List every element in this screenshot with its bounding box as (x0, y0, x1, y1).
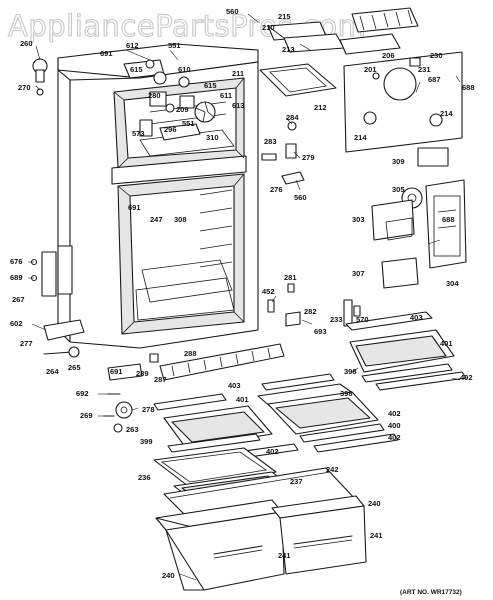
label-284: 284 (286, 113, 299, 122)
label-573: 573 (132, 129, 145, 138)
label-287: 287 (154, 375, 167, 384)
label-240b: 240 (162, 571, 175, 580)
label-615b: 615 (204, 81, 217, 90)
label-691: 691 (100, 49, 113, 58)
label-309: 309 (392, 157, 405, 166)
label-279: 279 (302, 153, 315, 162)
label-398: 398 (344, 367, 357, 376)
refrigerator-cabinet (41, 43, 259, 349)
label-241: 241 (370, 531, 383, 540)
label-296: 296 (164, 125, 177, 134)
label-399: 399 (140, 437, 153, 446)
label-269: 269 (80, 411, 93, 420)
label-570: 570 (356, 315, 369, 324)
label-280: 280 (148, 91, 161, 100)
label-308: 308 (174, 215, 187, 224)
label-402c: 402 (388, 433, 401, 442)
label-270: 270 (18, 83, 31, 92)
label-676: 676 (10, 257, 23, 266)
label-212: 212 (314, 103, 327, 112)
label-278: 278 (142, 405, 155, 414)
label-401b: 401 (236, 395, 249, 404)
label-288: 288 (184, 349, 197, 358)
label-602: 602 (10, 319, 23, 328)
label-277: 277 (20, 339, 33, 348)
shelves (153, 311, 467, 527)
label-310: 310 (206, 133, 219, 142)
label-551b: 551 (182, 119, 195, 128)
label-267: 267 (12, 295, 25, 304)
freezer-components (123, 59, 216, 141)
label-289: 289 (136, 369, 149, 378)
label-276: 276 (270, 185, 283, 194)
label-689: 689 (10, 273, 23, 282)
label-610: 610 (178, 65, 191, 74)
label-210: 210 (262, 23, 275, 32)
label-613: 613 (232, 101, 245, 110)
label-307: 307 (352, 269, 365, 278)
label-403: 403 (410, 313, 423, 322)
label-260: 260 (20, 39, 33, 48)
label-400: 400 (388, 421, 401, 430)
label-282: 282 (304, 307, 317, 316)
label-612: 612 (126, 41, 139, 50)
label-263: 263 (126, 425, 139, 434)
label-231: 231 (418, 65, 431, 74)
label-687: 687 (428, 75, 441, 84)
label-691c: 691 (110, 367, 123, 376)
label-236: 236 (138, 473, 151, 482)
label-688b: 688 (442, 215, 455, 224)
label-398b: 398 (340, 389, 353, 398)
label-692: 692 (76, 389, 89, 398)
art-number: (ART NO. WR17732) (400, 589, 462, 596)
label-560: 560 (226, 7, 239, 16)
label-304: 304 (446, 279, 459, 288)
label-215: 215 (278, 12, 291, 21)
label-206: 206 (382, 51, 395, 60)
label-247: 247 (150, 215, 163, 224)
label-688: 688 (462, 83, 475, 92)
label-230: 230 (430, 51, 443, 60)
label-691b: 691 (128, 203, 141, 212)
label-303: 303 (352, 215, 365, 224)
label-305: 305 (392, 185, 405, 194)
leader-lines (28, 13, 461, 581)
label-213: 213 (282, 45, 295, 54)
label-615: 615 (130, 65, 143, 74)
label-201: 201 (364, 65, 377, 74)
label-452: 452 (262, 287, 275, 296)
label-560b: 560 (294, 193, 307, 202)
label-211: 211 (232, 69, 244, 78)
label-241b: 241 (278, 551, 291, 560)
part-labels: 560 215 210 260 612 551 213 206 230 691 … (10, 7, 475, 580)
left-side-parts (30, 58, 85, 358)
top-right-parts (259, 7, 463, 185)
label-237: 237 (290, 477, 303, 486)
label-281: 281 (284, 273, 297, 282)
label-403b: 403 (228, 381, 241, 390)
label-693: 693 (314, 327, 327, 336)
lower-parts (103, 343, 285, 433)
right-side-parts (267, 179, 467, 327)
label-551: 551 (168, 41, 181, 50)
label-402d: 402 (266, 447, 279, 456)
label-401: 401 (440, 339, 453, 348)
label-283: 283 (264, 137, 277, 146)
label-264: 264 (46, 367, 59, 376)
label-209: 209 (176, 105, 189, 114)
label-214: 214 (440, 109, 453, 118)
label-240: 240 (368, 499, 381, 508)
label-242: 242 (326, 465, 339, 474)
label-233: 233 (330, 315, 343, 324)
label-611: 611 (220, 91, 232, 100)
label-402b: 402 (388, 409, 401, 418)
crisper-drawers (155, 495, 367, 591)
label-214b: 214 (354, 133, 367, 142)
label-402: 402 (460, 373, 473, 382)
label-265: 265 (68, 363, 81, 372)
